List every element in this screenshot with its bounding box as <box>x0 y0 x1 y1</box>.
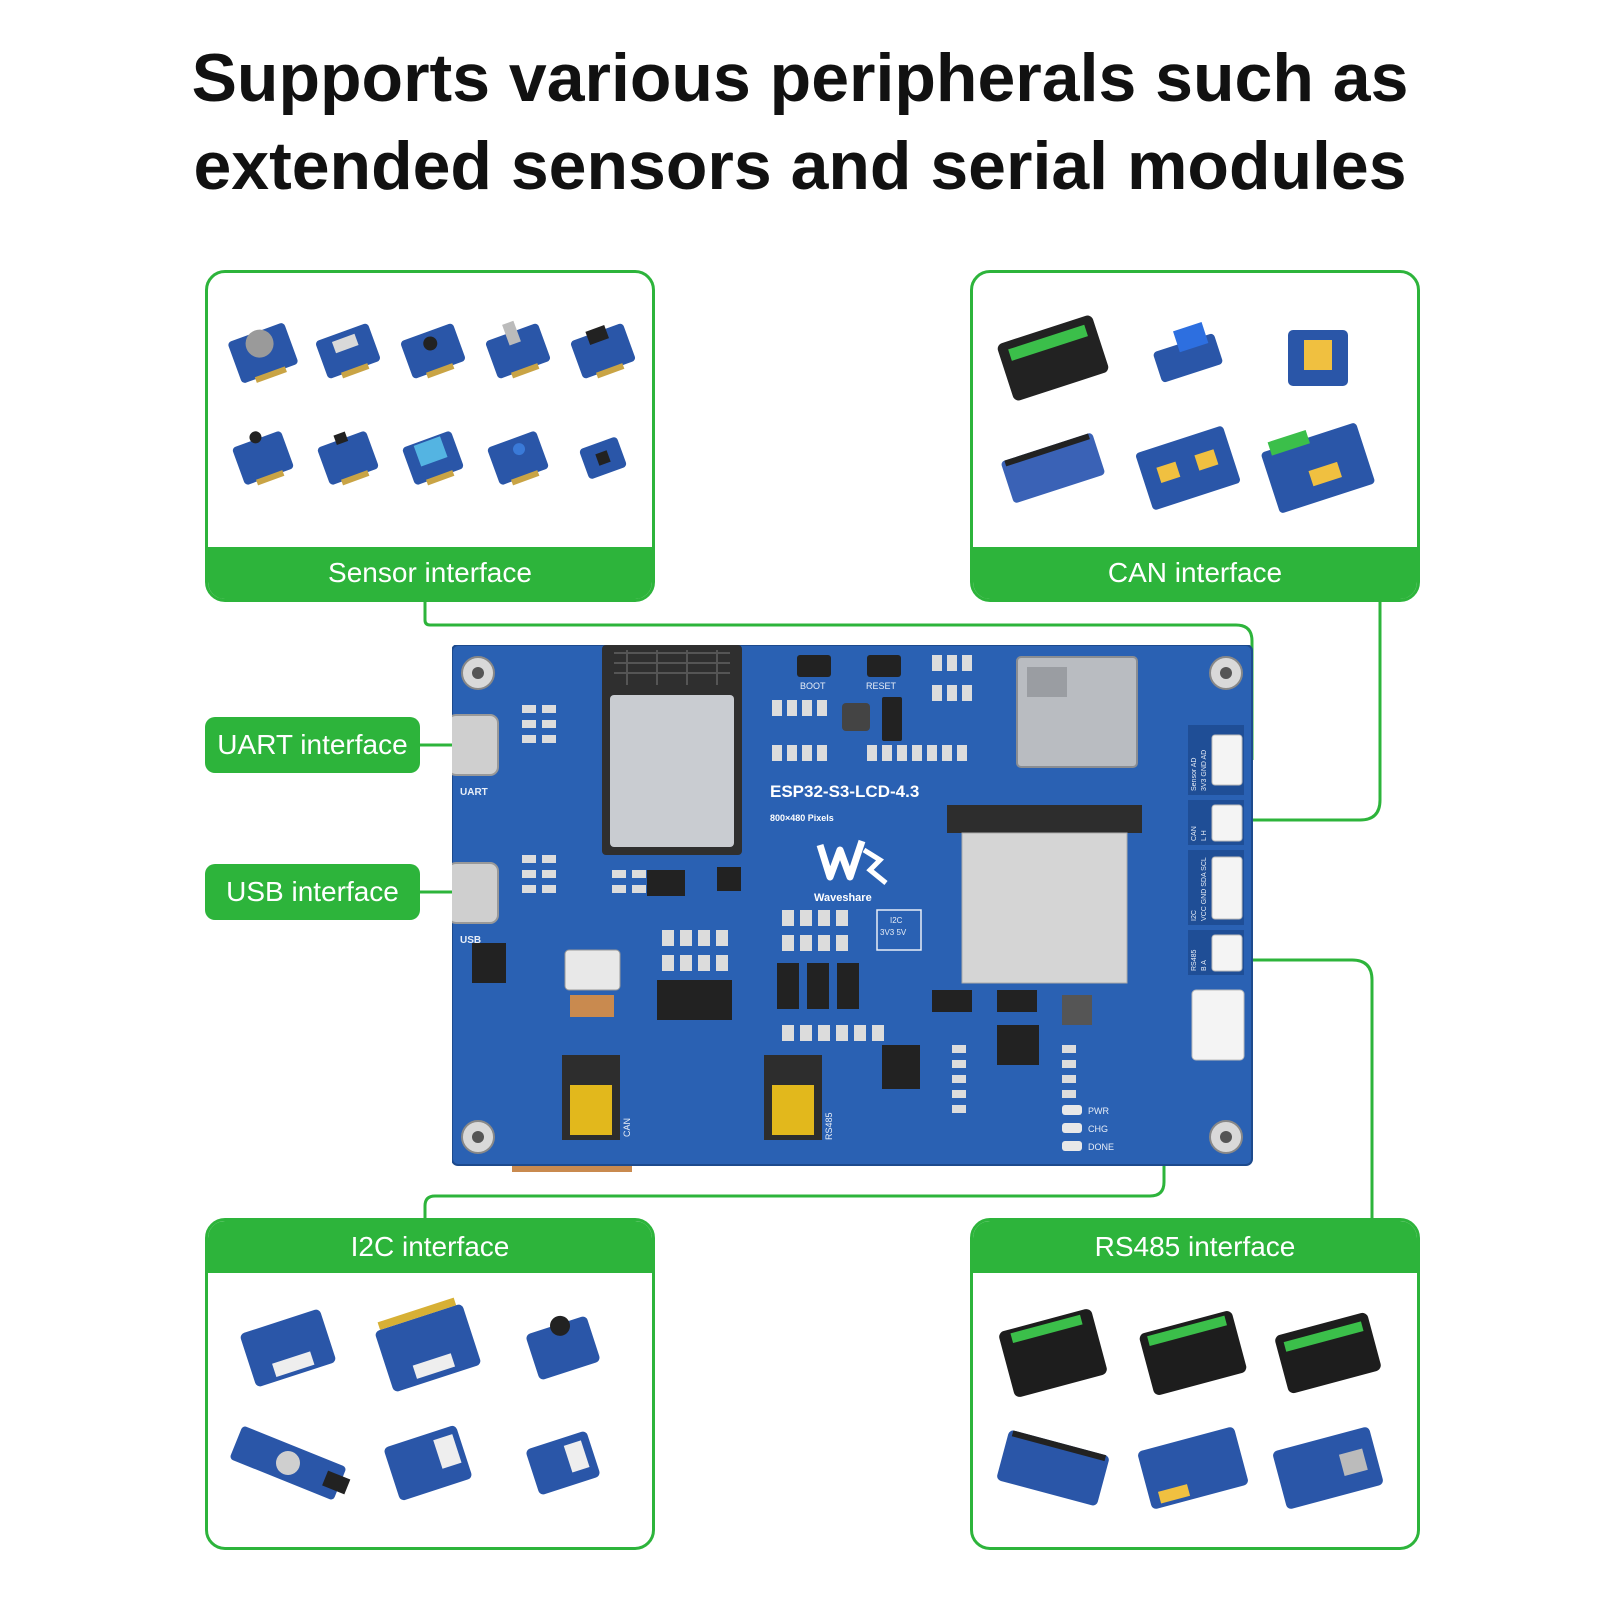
can-module-thumbnails <box>997 315 1375 513</box>
rs485-interface-label: RS485 interface <box>973 1221 1417 1273</box>
can-connector-pins: L H <box>1201 830 1208 841</box>
fpc-connector <box>947 805 1142 833</box>
status-leds <box>1062 1105 1082 1151</box>
power-inductor <box>1062 995 1092 1025</box>
antenna-trace <box>614 650 730 685</box>
can-modules <box>997 315 1375 513</box>
diode-1 <box>777 963 799 1009</box>
board-model: ESP32-S3-LCD-4.3 <box>770 782 919 801</box>
sensor-module-thumbnails <box>228 320 636 486</box>
can-terminal-plug <box>570 1085 612 1135</box>
rs485-terminal-plug <box>772 1085 814 1135</box>
waveshare-logo <box>816 839 888 885</box>
chg-label: CHG <box>1088 1124 1108 1134</box>
i2c-module-thumbnails <box>230 1297 600 1501</box>
can-connector-label: CAN <box>1191 826 1198 841</box>
charger-chip <box>997 1025 1039 1065</box>
i2c-jumper-label: I2C <box>890 916 903 925</box>
boot-button <box>797 655 831 677</box>
rs485-silkscreen: RS485 <box>824 1112 834 1140</box>
mounting-hole-centers <box>472 667 1232 1143</box>
i2c-connector-label: I2C <box>1191 910 1198 921</box>
uart-interface-tag: UART interface <box>205 717 420 773</box>
diode-2 <box>807 963 829 1009</box>
usb-port <box>452 862 499 924</box>
ldo-chip <box>647 870 685 896</box>
sensor-modules <box>228 320 636 486</box>
board-resolution: 800×480 Pixels <box>770 813 834 823</box>
can-panel: CAN interface <box>970 270 1420 602</box>
i2c-interface-label: I2C interface <box>208 1221 652 1273</box>
reset-button <box>867 655 901 677</box>
rs485-panel: RS485 interface <box>970 1218 1420 1550</box>
battery-header <box>570 995 614 1017</box>
sd-card-notch <box>1027 667 1067 697</box>
fpc-ribbon-edge <box>961 832 1128 984</box>
rs485-chip <box>882 1045 920 1089</box>
battery-connector <box>564 949 621 991</box>
can-interface-label: CAN interface <box>973 547 1417 599</box>
rs485-wire <box>1245 958 1374 1218</box>
rs485-modules <box>997 1309 1383 1509</box>
esp32-shield <box>610 695 734 847</box>
rs485-connector-label: RS485 <box>1191 949 1198 971</box>
pwr-label: PWR <box>1088 1106 1109 1116</box>
usb-chip <box>472 943 506 983</box>
boot-label: BOOT <box>800 681 826 691</box>
small-ic <box>717 867 741 891</box>
fuse-1 <box>932 990 972 1012</box>
uart-silkscreen: UART <box>460 787 488 798</box>
fuse-2 <box>997 990 1037 1012</box>
i2c-connector-pins: VCC GND SDA SCL <box>1201 857 1208 921</box>
inductor <box>842 703 870 731</box>
reset-label: RESET <box>866 681 897 691</box>
fpc-ribbon <box>962 833 1127 983</box>
usb-silkscreen: USB <box>460 935 481 946</box>
uart-port <box>452 714 499 776</box>
sensor-connector-label: Sensor AD <box>1191 758 1198 791</box>
diode-3 <box>837 963 859 1009</box>
i2c-panel: I2C interface <box>205 1218 655 1550</box>
esp32-board: UART USB BOOT RESET ESP32-S3-LCD-4.3 800… <box>452 645 1253 1172</box>
i2c-modules <box>230 1297 600 1501</box>
can-wire <box>1245 602 1382 822</box>
done-label: DONE <box>1088 1142 1114 1152</box>
sensor-wire <box>423 602 1254 760</box>
sensor-interface-label: Sensor interface <box>208 547 652 599</box>
brand-name: Waveshare <box>814 892 872 904</box>
sensor-connector-pins: 3V3 GND AD <box>1201 750 1208 791</box>
i2c-jumper <box>876 909 922 951</box>
usb-interface-tag: USB interface <box>205 864 420 920</box>
regulator-chip <box>882 697 902 741</box>
right-connectors <box>1188 725 1245 1061</box>
rs485-module-thumbnails <box>997 1309 1383 1509</box>
headline-line-1: Supports various peripherals such as <box>191 40 1409 116</box>
can-silkscreen: CAN <box>622 1118 632 1137</box>
passive-components <box>522 655 1076 1113</box>
i2c-jumper-voltage: 3V3 5V <box>880 928 907 937</box>
headline-line-2: extended sensors and serial modules <box>193 128 1407 204</box>
sensor-panel: Sensor interface <box>205 270 655 602</box>
headline: Supports various peripherals such as ext… <box>0 34 1600 210</box>
rs485-connector-pins: B A <box>1201 960 1208 971</box>
transceiver-chip <box>657 980 732 1020</box>
